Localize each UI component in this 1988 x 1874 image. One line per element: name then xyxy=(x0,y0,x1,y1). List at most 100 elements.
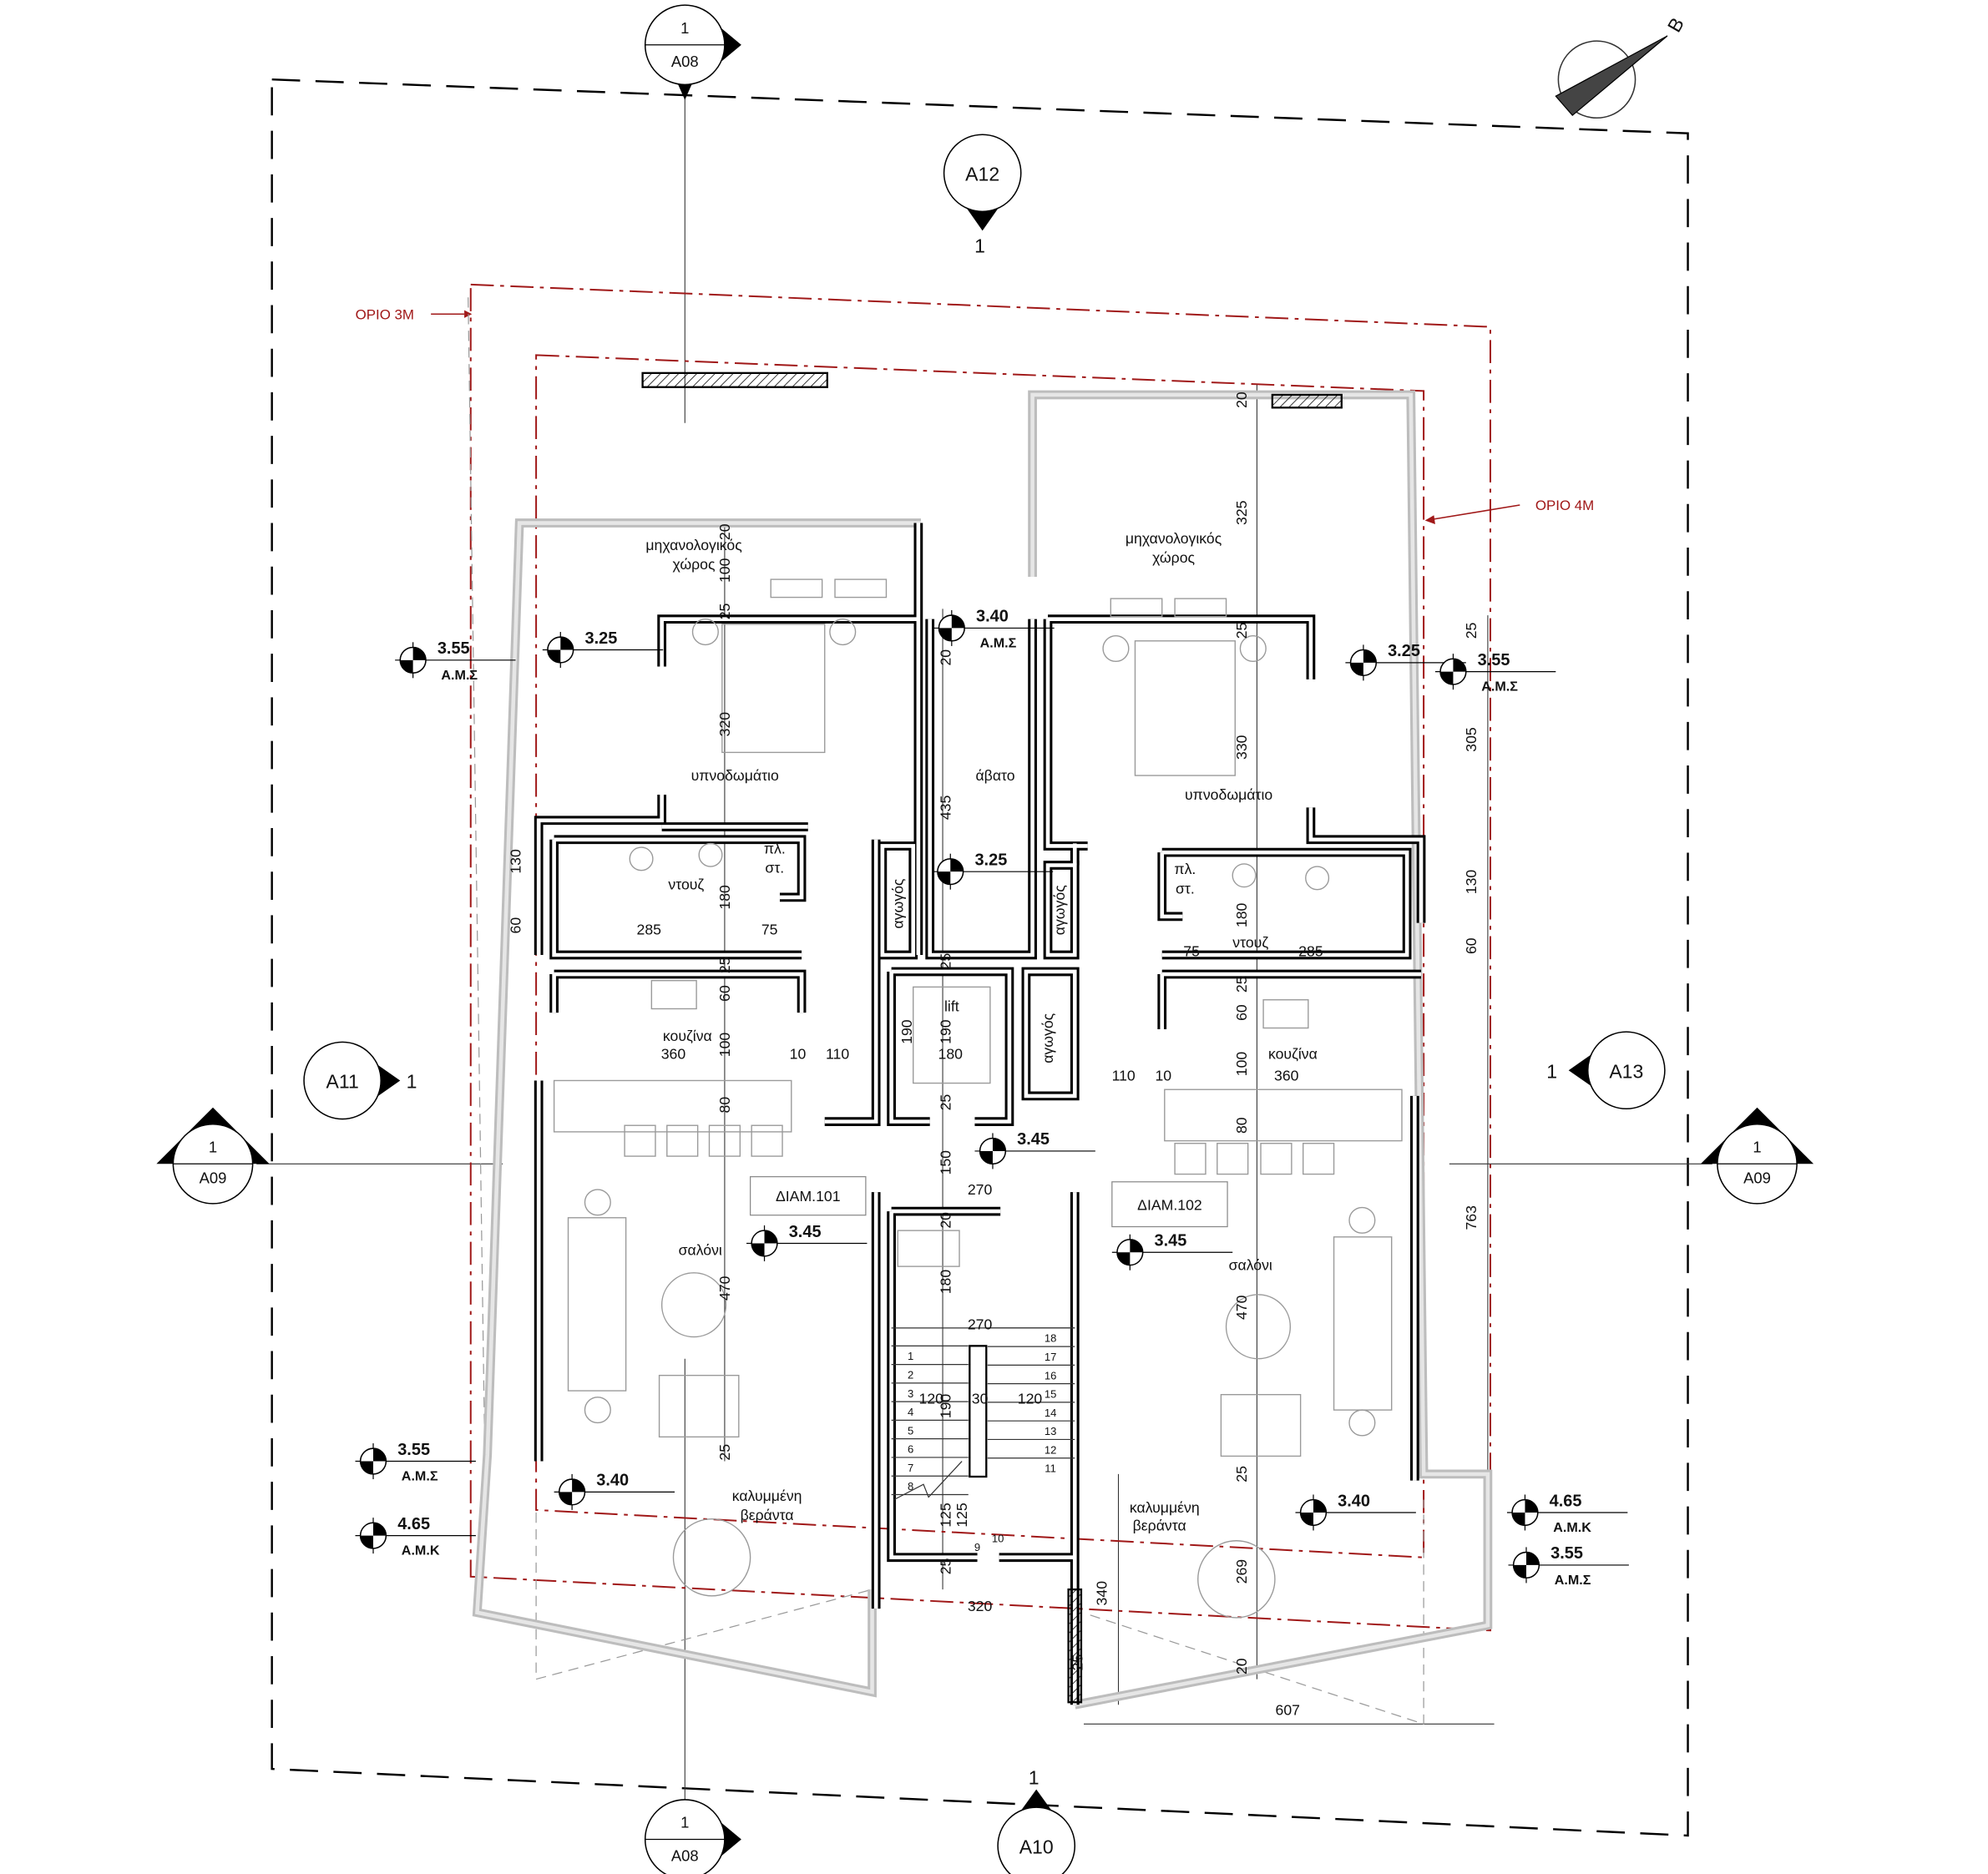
upper-floor-outline xyxy=(468,297,1424,1725)
elevation-sheet-ref: A12 xyxy=(965,164,999,185)
section-sheet-ref: A09 xyxy=(1743,1169,1771,1186)
veranda-label: βεράντα xyxy=(741,1507,794,1523)
dimension-label: 130 xyxy=(1463,870,1480,895)
stair-step-number: 15 xyxy=(1045,1388,1057,1401)
mech-room-label: χώρος xyxy=(673,556,716,573)
setback-lines xyxy=(431,283,1520,1632)
elevation-marker-west[interactable]: A11 1 xyxy=(303,1041,417,1120)
property-boundary xyxy=(271,78,1689,1837)
hatched-wall xyxy=(1271,393,1343,409)
dimension-label: 25 xyxy=(1233,976,1250,993)
dimension-label: 110 xyxy=(826,1045,849,1062)
lift-label: lift xyxy=(944,998,959,1015)
laundry-label: στ. xyxy=(1176,880,1195,897)
furniture xyxy=(553,578,1403,1619)
dimension-label: 25 xyxy=(937,1558,954,1574)
mech-room-label: χώρος xyxy=(1152,549,1195,566)
dimension-label: 360 xyxy=(1274,1067,1299,1083)
elevation-marker-east[interactable]: A13 1 xyxy=(1546,1031,1666,1110)
elevation-number: 1 xyxy=(407,1071,417,1093)
stair-step-number: 9 xyxy=(974,1541,980,1553)
kitchen-label: κουζίνα xyxy=(1268,1045,1318,1062)
dimension-label: 130 xyxy=(508,849,524,874)
section-sheet-ref: A08 xyxy=(671,1847,699,1865)
living-room-label: σαλόνι xyxy=(1229,1257,1272,1274)
duct-label: αγωγός xyxy=(1051,885,1068,935)
veranda-label: βεράντα xyxy=(1133,1517,1186,1533)
dimension-label: 180 xyxy=(938,1045,964,1062)
dimension-label: 100 xyxy=(716,558,733,583)
section-marker-bottom[interactable]: 1 A08 xyxy=(644,1799,741,1874)
dimension-label: 285 xyxy=(1298,943,1323,960)
level-marker: 3.55Α.Μ.Σ xyxy=(395,639,516,683)
stair-step-number: 11 xyxy=(1045,1462,1056,1475)
bedroom-label: υπνοδωμάτιο xyxy=(1185,786,1272,803)
dimension-label: 25 xyxy=(716,603,733,619)
dimension-label: 100 xyxy=(716,1033,733,1058)
north-arrow: B xyxy=(1555,14,1688,119)
dimension-label: 340 xyxy=(1094,1581,1110,1606)
section-marker-top[interactable]: 1 A08 xyxy=(644,4,741,100)
setback-4m-label: ΟΡΙΟ 4Μ xyxy=(1535,498,1594,513)
section-marker-right[interactable]: 1 A09 xyxy=(1700,1107,1814,1205)
level-marker: 3.45 xyxy=(1111,1232,1233,1270)
dimension-label: 20 xyxy=(1233,1658,1250,1674)
stair-step-number: 18 xyxy=(1045,1332,1057,1345)
hatched-wall xyxy=(641,371,828,388)
level-marker: 3.40Α.Μ.Σ xyxy=(933,608,1055,650)
elevation-marker-north[interactable]: A12 1 xyxy=(943,134,1022,257)
elevation-sheet-ref: A11 xyxy=(326,1071,359,1093)
stair-step-number: 3 xyxy=(908,1387,913,1400)
stair-step-number: 14 xyxy=(1045,1407,1057,1419)
section-number: 1 xyxy=(680,1814,689,1831)
section-lines xyxy=(256,83,1712,1874)
elevation-number: 1 xyxy=(1029,1767,1040,1789)
dimension-label: 190 xyxy=(937,1394,954,1419)
dimension-label: 30 xyxy=(972,1390,989,1407)
dimension-label: 180 xyxy=(937,1270,954,1295)
section-sheet-ref: A08 xyxy=(671,53,699,70)
level-marker: 4.65Α.Μ.Κ xyxy=(1506,1492,1628,1535)
void-label: άβατο xyxy=(975,767,1014,784)
laundry-label: πλ. xyxy=(1174,861,1196,877)
level-marker: 3.55Α.Μ.Σ xyxy=(355,1441,476,1484)
duct-label: αγωγός xyxy=(889,879,906,929)
dimension-label: 25 xyxy=(716,957,733,973)
stair-step-number: 13 xyxy=(1045,1425,1057,1437)
level-value: 4.65 xyxy=(1550,1492,1582,1510)
stair-step-number: 12 xyxy=(1045,1443,1057,1456)
dimension-label: 60 xyxy=(1233,1004,1250,1021)
dimension-label: 10 xyxy=(790,1045,807,1062)
dimension-label: 270 xyxy=(968,1316,993,1332)
stair-step-number: 17 xyxy=(1045,1351,1057,1363)
section-marker-left[interactable]: 1 A09 xyxy=(156,1107,270,1205)
kitchen-label: κουζίνα xyxy=(663,1028,712,1044)
mech-room-label: μηχανολογικός xyxy=(1126,530,1222,547)
mech-room-label: μηχανολογικός xyxy=(645,537,741,553)
dimension-label: 330 xyxy=(1233,735,1250,760)
stair-step-number: 5 xyxy=(908,1424,913,1437)
dimension-label: 100 xyxy=(1233,1052,1250,1077)
dimension-label: 75 xyxy=(761,921,778,937)
level-value: 3.40 xyxy=(596,1472,629,1490)
level-marker: 3.25 xyxy=(932,851,1054,890)
stair-step-number: 8 xyxy=(908,1480,913,1493)
level-value: 3.45 xyxy=(1017,1130,1050,1149)
elevation-marker-south[interactable]: A10 1 xyxy=(997,1767,1076,1874)
level-marker: 3.45 xyxy=(746,1223,868,1261)
dimension-label: 435 xyxy=(937,796,954,821)
stair-step-number: 4 xyxy=(908,1406,913,1418)
level-datum-label: Α.Μ.Σ xyxy=(1481,679,1518,695)
level-value: 3.40 xyxy=(1338,1492,1370,1510)
apartment-101: μηχανολογικός χώρος υπνοδωμάτιο ντουζ πλ… xyxy=(645,537,867,1523)
dimension-label: 190 xyxy=(937,1019,954,1044)
dimension-label: 320 xyxy=(716,712,733,737)
dimension-label: 110 xyxy=(1112,1067,1136,1083)
laundry-label: στ. xyxy=(765,860,784,876)
dimension-label: 80 xyxy=(1233,1117,1250,1134)
section-number: 1 xyxy=(680,19,689,37)
dimension-label: 20 xyxy=(716,523,733,540)
section-number: 1 xyxy=(1753,1138,1761,1155)
dimension-label: 360 xyxy=(661,1045,686,1062)
